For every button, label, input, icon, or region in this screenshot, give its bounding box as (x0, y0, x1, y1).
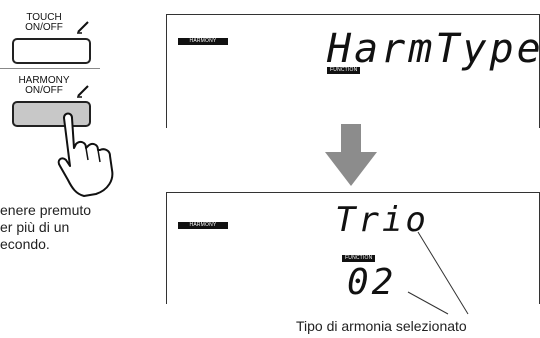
instruction-line: econdo. (0, 236, 50, 252)
harmony-badge: HARMONY (178, 222, 228, 229)
function-badge: FUNCTION (327, 67, 361, 74)
down-arrow-icon (325, 124, 377, 186)
callout-text: Tipo di armonia selezionato (296, 318, 467, 334)
pen-icon (77, 21, 89, 34)
lcd-display-bottom: HARMONY Trio FUNCTION 02 (166, 192, 540, 304)
harmony-label-line1: HARMONY (18, 75, 70, 86)
touch-label: TOUCH ON/OFF (14, 13, 74, 33)
harmony-on-off-button[interactable] (12, 101, 91, 127)
touch-label-line1: TOUCH (26, 12, 62, 23)
harmony-badge: HARMONY (178, 38, 228, 45)
lcd-main-text: HarmType (327, 26, 540, 72)
lcd-main-text: Trio (335, 200, 429, 240)
panel-divider (0, 68, 100, 69)
touch-on-off-button[interactable] (12, 38, 91, 64)
lcd-display-top: HARMONY HarmType FUNCTION (166, 14, 540, 128)
harmony-label: HARMONY ON/OFF (14, 76, 74, 96)
touch-label-line2: ON/OFF (25, 22, 63, 33)
harmony-label-line2: ON/OFF (25, 85, 63, 96)
instruction-line: er più di un (0, 219, 70, 235)
pen-icon (77, 85, 89, 98)
pressing-hand-icon (57, 112, 114, 197)
lcd-number: 02 (347, 262, 397, 303)
instruction-line: enere premuto (0, 202, 92, 218)
function-badge: FUNCTION (342, 255, 376, 262)
instruction-text: enere premuto er più di un econdo. (0, 202, 91, 253)
